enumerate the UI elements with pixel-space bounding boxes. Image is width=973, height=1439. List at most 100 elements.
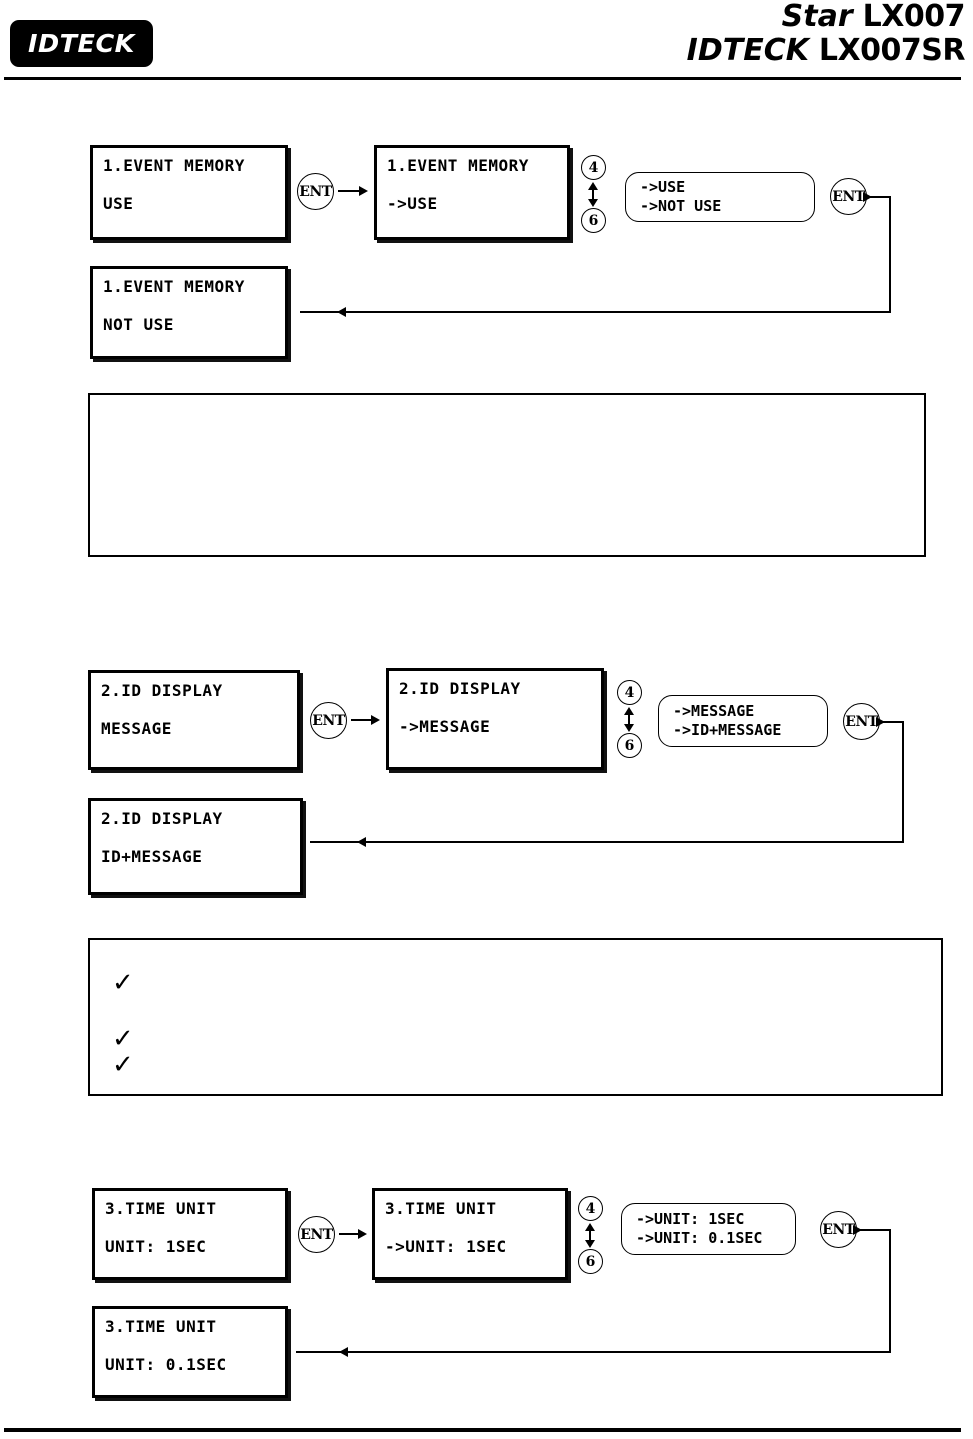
flow-id-display-scroll-stem [628,713,630,725]
flow-id-display-ent-key-1[interactable]: ENT [310,702,347,739]
flow-id-display-result-screen: 2.ID DISPLAY ID+MESSAGE [88,798,303,895]
flow-time-unit-start-screen: 3.TIME UNIT UNIT: 1SEC [92,1188,288,1280]
flow-id-display-down-key[interactable]: 6 [617,733,642,758]
lcd-line-1: 3.TIME UNIT [105,1199,217,1218]
note-event-memory [88,393,926,557]
flow-time-unit-return-vertical [889,1229,891,1353]
idteck-logo: IDTECK [10,20,153,67]
lcd-line-1: 2.ID DISPLAY [101,681,223,700]
flow-event-memory-edit-screen: 1.EVENT MEMORY ->USE [374,145,570,240]
lcd-line-2: USE [103,194,134,213]
flow-id-display-arrowhead-1 [371,715,380,725]
note-id-display: ✓ ✓ ✓ [88,938,943,1096]
flow-id-display-return-arrowhead [357,837,366,847]
flow-time-unit-return-arrowhead [339,1347,348,1357]
down-key-label: 6 [624,737,635,754]
flow-id-display-ent-key-2[interactable]: ENT [843,703,880,740]
flow-id-display-scroll-arrow-down [624,724,634,732]
flow-event-memory-return-arrowhead [337,307,346,317]
flow-event-memory-ent-key-1[interactable]: ENT [297,173,334,210]
lcd-line-2: ->USE [387,194,438,213]
flow-event-memory-options[interactable]: ->USE ->NOT USE [625,172,815,222]
header-title-line-2: IDTECK LX007SR [686,33,966,68]
ent-key-label: ENT [312,712,345,729]
flow-id-display-start-screen: 2.ID DISPLAY MESSAGE [88,670,300,770]
lcd-line-2: UNIT: 1SEC [105,1237,207,1256]
footer-divider [4,1428,961,1432]
flow-time-unit-result-screen: 3.TIME UNIT UNIT: 0.1SEC [92,1306,288,1398]
flow-id-display-connector-2 [882,721,904,723]
lcd-line-2: ID+MESSAGE [101,847,203,866]
flow-event-memory-connector-1 [338,190,361,192]
lcd-line-1: 1.EVENT MEMORY [103,156,245,175]
page-header: IDTECK Star LX007 IDTECK LX007SR [0,0,973,82]
flow-id-display-return-vertical [902,721,904,843]
flow-event-memory-connector-2 [869,196,891,198]
lcd-line-2: ->UNIT: 1SEC [385,1237,507,1256]
idteck-logo-text: IDTECK [27,29,136,58]
header-titles: Star LX007 IDTECK LX007SR [686,0,966,68]
flow-time-unit-down-key[interactable]: 6 [578,1249,603,1274]
flow-id-display-up-key[interactable]: 4 [617,680,642,705]
flow-id-display-edit-screen: 2.ID DISPLAY ->MESSAGE [386,668,604,770]
flow-event-memory-arrowhead-2 [863,192,872,202]
lcd-line-2: UNIT: 0.1SEC [105,1355,227,1374]
flow-event-memory-return-horizontal [300,311,891,313]
flow-time-unit-return-horizontal [296,1351,891,1353]
option-item-2[interactable]: ->NOT USE [640,197,722,215]
flow-event-memory-start-screen: 1.EVENT MEMORY USE [90,145,288,240]
option-item-1[interactable]: ->MESSAGE [673,702,755,721]
ent-key-label: ENT [845,713,878,730]
flow-time-unit-scroll-arrow-down [585,1240,595,1248]
flow-id-display-return-horizontal [310,841,904,843]
up-key-label: 4 [624,684,635,701]
flow-event-memory-arrowhead-1 [359,186,368,196]
flow-id-display-connector-1 [351,719,376,721]
header-divider [4,77,961,80]
note-check-icon: ✓ [112,1024,134,1054]
option-item-2[interactable]: ->UNIT: 0.1SEC [636,1229,763,1247]
flow-event-memory-result-screen: 1.EVENT MEMORY NOT USE [90,266,288,359]
ent-key-label: ENT [300,1226,333,1243]
flow-event-memory-ent-key-2[interactable]: ENT [830,178,867,215]
option-item-2[interactable]: ->ID+MESSAGE [673,721,782,739]
header-model-lx007sr: LX007SR [818,33,966,68]
flow-time-unit-edit-screen: 3.TIME UNIT ->UNIT: 1SEC [372,1188,568,1280]
flow-time-unit-scroll-arrow-up [585,1223,595,1231]
ent-key-label: ENT [832,188,865,205]
option-item-1[interactable]: ->USE [640,178,686,197]
flow-time-unit-scroll-stem [589,1229,591,1241]
flow-time-unit-connector-2 [859,1229,891,1231]
ent-key-label: ENT [822,1221,855,1238]
lcd-line-1: 2.ID DISPLAY [101,809,223,828]
flow-event-memory-scroll-stem [592,188,594,200]
lcd-line-2: MESSAGE [101,719,172,738]
lcd-line-1: 3.TIME UNIT [105,1317,217,1336]
note-check-icon: ✓ [112,968,134,998]
flow-time-unit-arrowhead-2 [853,1225,862,1235]
flow-event-memory-up-key[interactable]: 4 [581,155,606,180]
flow-event-memory-scroll-arrow-down [588,199,598,207]
flow-time-unit-up-key[interactable]: 4 [578,1196,603,1221]
flow-time-unit-options[interactable]: ->UNIT: 1SEC ->UNIT: 0.1SEC [621,1203,796,1255]
header-brand-idteck: IDTECK [686,33,809,68]
flow-event-memory-down-key[interactable]: 6 [581,208,606,233]
flow-event-memory-return-vertical [889,196,891,313]
header-model-lx007: LX007 [862,0,966,34]
lcd-line-2: NOT USE [103,315,174,334]
flow-time-unit-arrowhead-1 [358,1229,367,1239]
flow-time-unit-ent-key-2[interactable]: ENT [820,1211,857,1248]
note-check-icon: ✓ [112,1050,134,1080]
ent-key-label: ENT [299,183,332,200]
flow-event-memory-scroll-arrow-up [588,182,598,190]
down-key-label: 6 [588,212,599,229]
header-title-line-1: Star LX007 [687,0,966,34]
up-key-label: 4 [588,159,599,176]
lcd-line-1: 2.ID DISPLAY [399,679,521,698]
up-key-label: 4 [585,1200,596,1217]
flow-id-display-arrowhead-2 [876,717,885,727]
flow-id-display-options[interactable]: ->MESSAGE ->ID+MESSAGE [658,695,828,747]
option-item-1[interactable]: ->UNIT: 1SEC [636,1210,745,1229]
flow-id-display-scroll-arrow-up [624,707,634,715]
flow-time-unit-ent-key-1[interactable]: ENT [298,1216,335,1253]
